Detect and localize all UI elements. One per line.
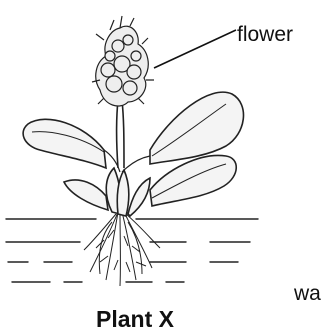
leaf-right-lower [150,155,236,206]
stem [104,100,150,172]
leaf-left [23,119,106,168]
flower-pointer-line [154,30,236,68]
leaf-left-lower [64,180,108,210]
plant-label: Plant X [96,308,174,331]
roots [84,212,160,286]
leaves [23,92,243,216]
flower-label: flower [237,24,293,45]
flower-spike [92,16,154,106]
water-label: wa [294,283,321,304]
leaf-right-upper [150,92,243,164]
